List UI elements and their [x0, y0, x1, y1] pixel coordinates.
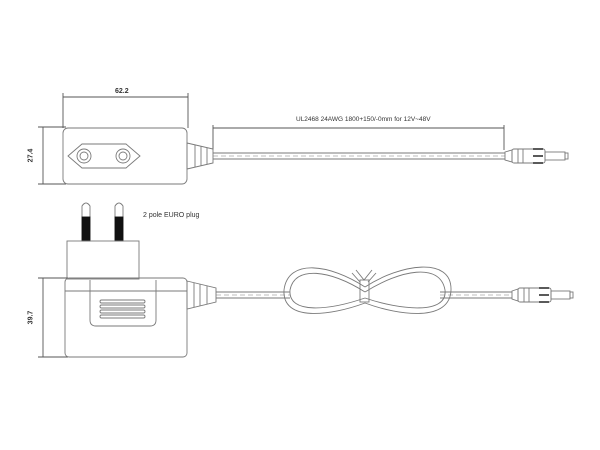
- adapter-body-side: [64, 277, 188, 358]
- euro-plug-pins: [81, 202, 124, 242]
- grip-ridges: [99, 299, 146, 319]
- adapter-body-top: [62, 127, 188, 185]
- plug-type-label: 2 pole EURO plug: [143, 212, 200, 219]
- cable-coil: [283, 266, 452, 314]
- height-label-top: 27.4: [27, 148, 35, 163]
- cable-side: [216, 291, 512, 299]
- grip-panel: [89, 280, 157, 327]
- height-dimension-side: [38, 277, 68, 358]
- cable-spec-label: UL2468 24AWG 1800+150/-0mm for 12V~48V: [296, 116, 431, 123]
- height-label-side: 39.7: [27, 310, 35, 325]
- plug-base: [66, 240, 140, 280]
- height-dimension-top: [38, 126, 66, 185]
- width-dimension: [62, 93, 189, 128]
- cable-top: [213, 152, 505, 160]
- dc-plug-side: [511, 287, 574, 303]
- strain-relief-top: [186, 142, 214, 170]
- cable-length-dimension: [212, 125, 505, 150]
- euro-socket-icon: [67, 143, 141, 169]
- dc-plug-top: [504, 148, 569, 164]
- width-label: 62.2: [115, 88, 129, 95]
- strain-relief-side: [186, 280, 217, 310]
